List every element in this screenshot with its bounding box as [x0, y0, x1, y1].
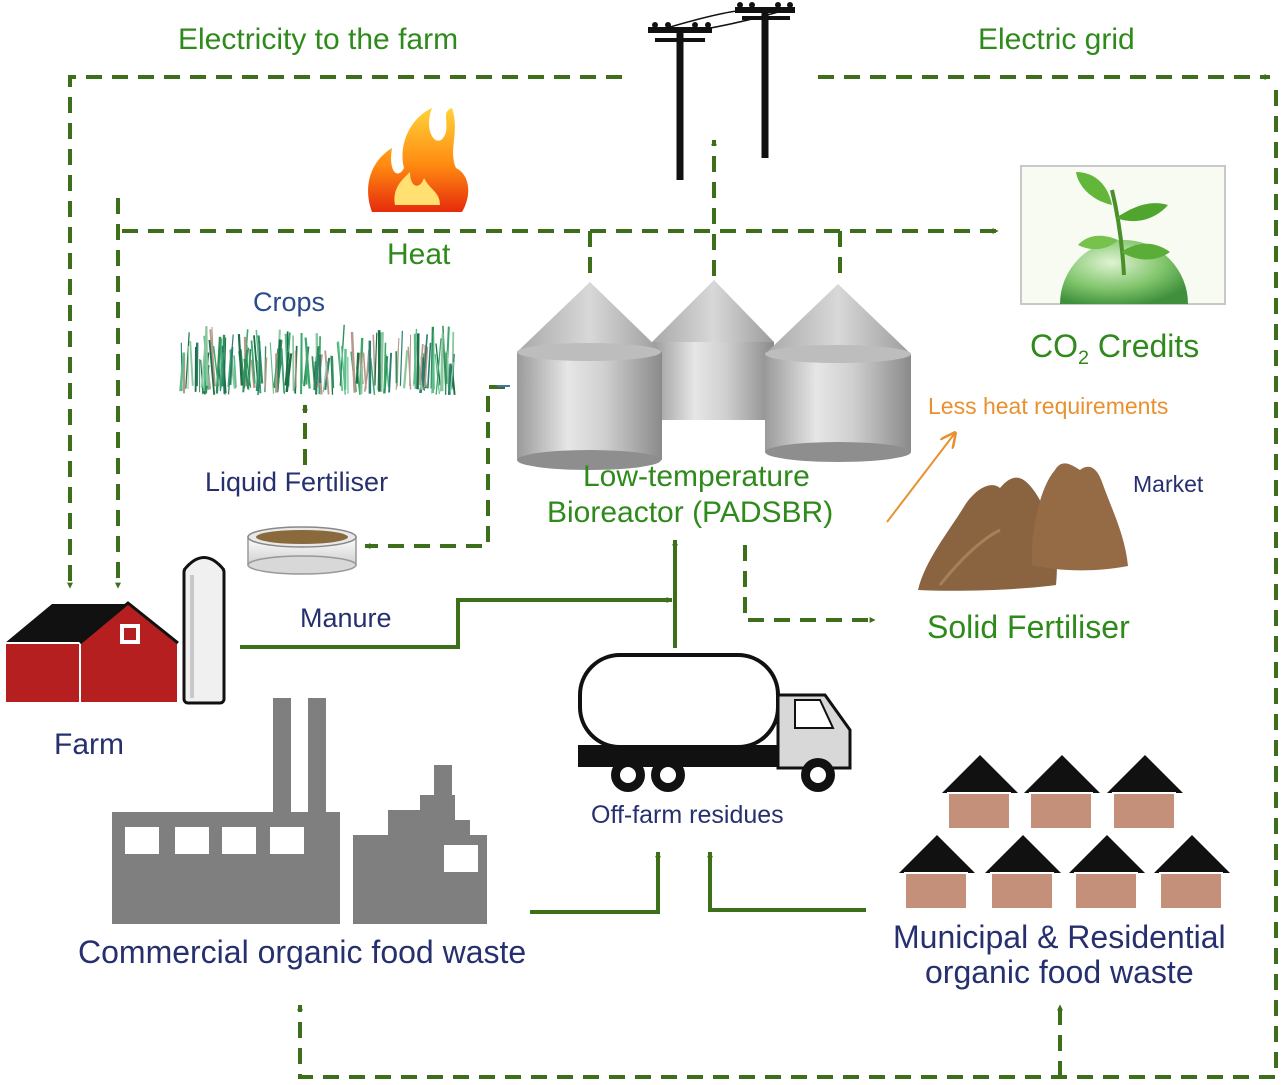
municipal-waste-flow	[707, 851, 866, 912]
less-heat-arrow	[886, 433, 955, 523]
fire-icon	[368, 108, 469, 212]
co2-credits-label: CO2 Credits	[1030, 330, 1199, 369]
house-icon	[1069, 835, 1145, 910]
house-icon	[899, 835, 975, 910]
house-icon	[942, 755, 1018, 830]
farm-label: Farm	[54, 728, 124, 761]
house-icon	[1024, 755, 1100, 830]
tanker-truck-icon	[578, 653, 852, 792]
liquid-fertiliser-label: Liquid Fertiliser	[205, 467, 389, 497]
less-heat-label: Less heat requirements	[928, 393, 1169, 419]
silo-icon	[182, 556, 226, 705]
house-icon	[1154, 835, 1230, 910]
house-icon	[985, 835, 1061, 910]
commercial-waste-label: Commercial organic food waste	[78, 934, 527, 970]
bioreactor-silo-icon	[497, 280, 911, 470]
electric-grid-label: Electric grid	[978, 23, 1135, 56]
power-pole-icon	[648, 2, 795, 180]
bioreactor-to-solid-fertiliser-flow	[743, 545, 876, 623]
manure-flow	[240, 597, 673, 649]
off-farm-residues-label: Off-farm residues	[591, 801, 784, 829]
house-icon	[1107, 755, 1183, 830]
bioreactor-label-line1: Low-temperature	[583, 460, 810, 493]
bioreactor-label-line2: Bioreactor (PADSBR)	[547, 496, 834, 529]
co2-credits-icon	[1020, 165, 1226, 305]
manure-label: Manure	[300, 603, 392, 633]
solid-fertiliser-label: Solid Fertiliser	[927, 609, 1130, 645]
commercial-waste-flow	[530, 851, 661, 914]
houses-group	[899, 755, 1230, 910]
heat-label: Heat	[387, 238, 451, 271]
co2-suffix: Credits	[1089, 328, 1200, 364]
barn-icon	[4, 601, 179, 704]
crops-icon	[179, 324, 456, 396]
municipal-waste-label-line1: Municipal & Residential	[893, 919, 1226, 955]
co2-prefix: CO	[1030, 328, 1078, 364]
crops-label: Crops	[253, 287, 326, 317]
fertiliser-pile-icon	[918, 463, 1128, 591]
municipal-waste-label-line2: organic food waste	[925, 954, 1194, 990]
liquid-tank-icon	[247, 526, 357, 575]
bioreactor-to-liquid-tank-flow	[364, 385, 505, 549]
market-label: Market	[1133, 471, 1204, 497]
factory-icon	[112, 698, 487, 924]
electricity-to-farm-label: Electricity to the farm	[178, 23, 459, 56]
electricity-to-farm-flow	[67, 75, 622, 589]
co2-subscript: 2	[1078, 346, 1090, 369]
